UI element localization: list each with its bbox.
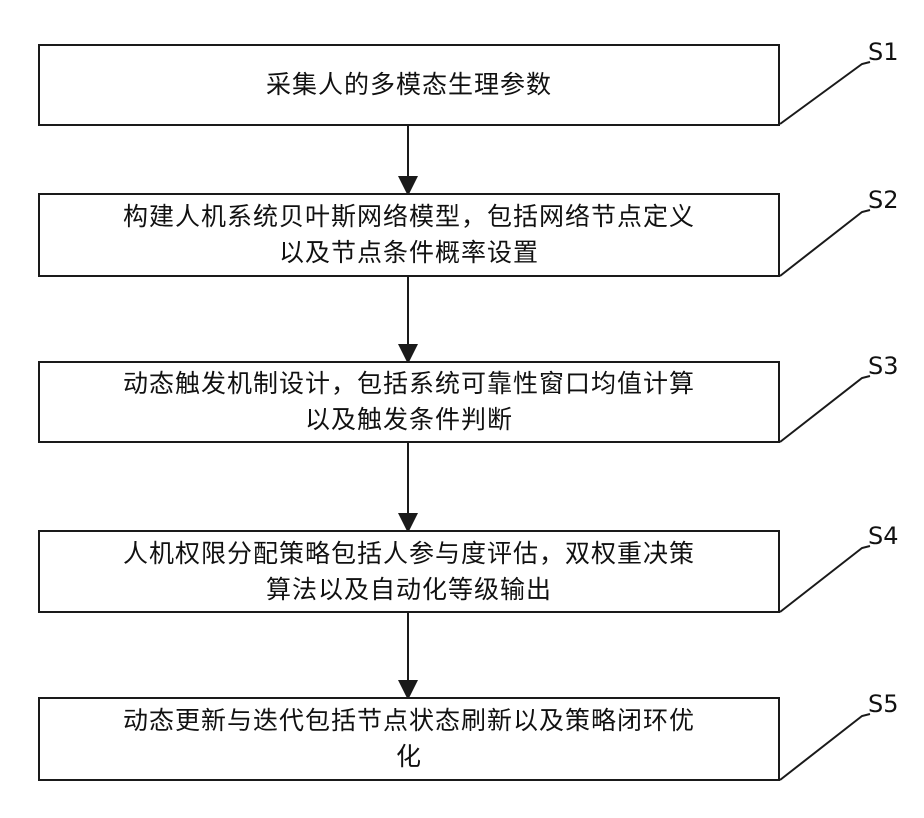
step-s4-line-1: 人机权限分配策略包括人参与度评估，双权重决策 xyxy=(123,536,695,572)
step-s5-line-2: 化 xyxy=(123,739,695,775)
step-label-s2: S2 xyxy=(868,186,899,214)
step-s3-line-2: 以及触发条件判断 xyxy=(123,402,695,438)
step-label-s1: S1 xyxy=(868,38,899,66)
step-label-s4: S4 xyxy=(868,522,899,550)
step-s2-line-2: 以及节点条件概率设置 xyxy=(123,235,695,271)
leader-s2 xyxy=(780,210,870,276)
step-s4-line-2: 算法以及自动化等级输出 xyxy=(123,572,695,608)
leader-s5 xyxy=(780,714,870,780)
step-box-s4: 人机权限分配策略包括人参与度评估，双权重决策 算法以及自动化等级输出 xyxy=(38,530,780,613)
step-label-s5: S5 xyxy=(868,690,899,718)
step-box-s5: 动态更新与迭代包括节点状态刷新以及策略闭环优 化 xyxy=(38,697,780,781)
leader-s3 xyxy=(780,376,870,442)
step-label-s3: S3 xyxy=(868,352,899,380)
step-s3-line-1: 动态触发机制设计，包括系统可靠性窗口均值计算 xyxy=(123,366,695,402)
step-s2-line-1: 构建人机系统贝叶斯网络模型，包括网络节点定义 xyxy=(123,199,695,235)
leader-s1 xyxy=(780,62,870,124)
step-box-s1: 采集人的多模态生理参数 xyxy=(38,44,780,126)
step-box-s2: 构建人机系统贝叶斯网络模型，包括网络节点定义 以及节点条件概率设置 xyxy=(38,193,780,277)
leader-s4 xyxy=(780,546,870,612)
step-s5-line-1: 动态更新与迭代包括节点状态刷新以及策略闭环优 xyxy=(123,703,695,739)
step-box-s3: 动态触发机制设计，包括系统可靠性窗口均值计算 以及触发条件判断 xyxy=(38,361,780,443)
step-s1-line-1: 采集人的多模态生理参数 xyxy=(266,67,552,103)
